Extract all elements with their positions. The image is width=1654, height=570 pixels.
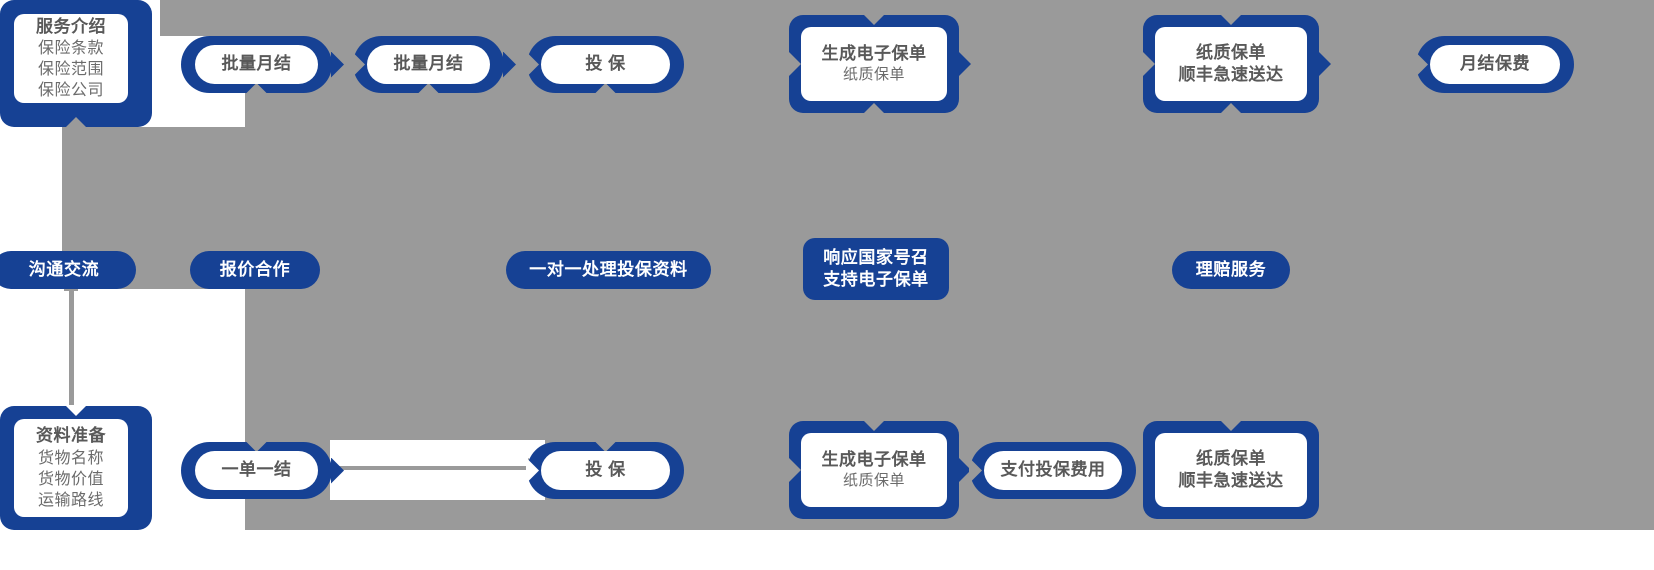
node-body: 批量月结: [195, 45, 318, 84]
node-line: 保险公司: [37, 82, 104, 100]
shell-left-bite: [1415, 51, 1428, 78]
pill-label: 沟通交流: [28, 259, 100, 279]
node-line: 货物名称: [37, 449, 104, 467]
pill-label: 一对一处理投保资料: [529, 259, 688, 279]
pill-communication[interactable]: 沟通交流: [0, 251, 136, 289]
pill-claims-service[interactable]: 理赔服务: [1172, 251, 1290, 289]
pill-label: 报价合作: [219, 259, 291, 279]
node-line: 货物价值: [37, 470, 104, 488]
node-body: 月结保费: [1430, 45, 1560, 84]
node-title: 批量月结: [221, 54, 292, 74]
node-line: 纸质保单: [842, 472, 905, 490]
pill-national-call-epolicy[interactable]: 响应国家号召 支持电子保单: [803, 238, 949, 300]
backdrop-band-top-strip: [160, 0, 250, 36]
shell-left-bite: [352, 51, 365, 78]
node-batch-monthly-settlement-2[interactable]: 批量月结: [352, 36, 516, 94]
shell-left-bite: [788, 457, 801, 483]
node-title: 纸质保单: [1196, 42, 1266, 62]
node-apply-insurance-top[interactable]: 投 保: [526, 36, 684, 94]
shell-bottom-notch: [1220, 103, 1242, 114]
cutout-arrow-lane: [330, 440, 545, 500]
pill-label: 响应国家号召: [823, 247, 929, 267]
shell-left-bite: [1142, 51, 1155, 77]
shell-top-notch: [594, 441, 617, 452]
node-line: 纸质保单: [842, 66, 905, 84]
node-body: 资料准备 货物名称 货物价值 运输路线: [14, 419, 128, 517]
node-title: 批量月结: [393, 54, 464, 74]
node-line: 运输路线: [37, 491, 104, 509]
node-generate-epolicy-bottom[interactable]: 生成电子保单 纸质保单: [788, 420, 971, 519]
node-body: 一单一结: [195, 451, 318, 490]
node-title: 生成电子保单: [821, 449, 927, 469]
node-paper-policy-sf-top[interactable]: 纸质保单 顺丰急速送达: [1142, 14, 1331, 114]
shell-bottom-notch: [594, 83, 617, 94]
shell-left-bite: [969, 457, 982, 484]
connector-communication-to-materials: [69, 289, 74, 417]
node-batch-monthly-settlement-1[interactable]: 批量月结: [181, 36, 344, 94]
node-single-order-settlement[interactable]: 一单一结: [181, 441, 344, 499]
node-material-preparation[interactable]: 资料准备 货物名称 货物价值 运输路线: [0, 405, 152, 530]
shell-top-notch: [1220, 420, 1242, 431]
node-body: 服务介绍 保险条款 保险范围 保险公司: [14, 14, 128, 103]
shell-left-bite: [526, 51, 539, 78]
shell-top-notch: [1220, 14, 1242, 25]
node-title: 投 保: [585, 54, 626, 74]
node-title: 月结保费: [1460, 54, 1530, 74]
node-apply-insurance-bottom[interactable]: 投 保: [526, 441, 684, 499]
shell-bottom-notch: [863, 103, 885, 114]
pill-label: 理赔服务: [1195, 259, 1267, 279]
shell-bottom-notch: [245, 83, 268, 94]
shell-top-notch: [863, 420, 885, 431]
node-body: 支付投保费用: [984, 451, 1122, 490]
node-title: 纸质保单: [1196, 448, 1266, 468]
pill-one-to-one-material[interactable]: 一对一处理投保资料: [506, 251, 711, 289]
shell-bottom-notch: [65, 117, 87, 128]
node-title: 生成电子保单: [821, 43, 927, 63]
node-body: 纸质保单 顺丰急速送达: [1155, 27, 1307, 101]
shell-top-notch: [863, 14, 885, 25]
shell-bottom-notch: [417, 83, 440, 94]
node-line: 保险范围: [37, 61, 104, 79]
node-pay-premium[interactable]: 支付投保费用: [969, 442, 1136, 499]
node-title: 服务介绍: [36, 16, 106, 36]
connector-settlement-to-apply: [338, 466, 534, 470]
node-service-intro[interactable]: 服务介绍 保险条款 保险范围 保险公司: [0, 0, 152, 128]
node-line: 保险条款: [37, 40, 104, 58]
node-title: 一单一结: [221, 460, 292, 480]
pill-quotation-cooperation[interactable]: 报价合作: [190, 251, 320, 289]
node-monthly-premium[interactable]: 月结保费: [1415, 36, 1574, 93]
node-title: 资料准备: [36, 426, 106, 446]
node-generate-epolicy-top[interactable]: 生成电子保单 纸质保单: [788, 14, 971, 114]
shell-left-bite: [526, 457, 539, 484]
shell-left-bite: [788, 51, 801, 77]
node-title: 投 保: [585, 460, 626, 480]
node-paper-policy-sf-bottom[interactable]: 纸质保单 顺丰急速送达: [1143, 420, 1319, 519]
node-line: 顺丰急速送达: [1178, 65, 1284, 84]
node-line: 顺丰急速送达: [1178, 471, 1284, 490]
node-body: 投 保: [541, 45, 670, 84]
node-title: 支付投保费用: [1000, 460, 1106, 480]
node-body: 批量月结: [367, 45, 490, 84]
node-body: 纸质保单 顺丰急速送达: [1155, 433, 1307, 507]
connector-pay-to-paperpolicy: [1131, 466, 1153, 470]
shell-top-notch: [245, 441, 268, 452]
pill-label: 支持电子保单: [823, 270, 929, 289]
node-body: 生成电子保单 纸质保单: [801, 433, 947, 507]
shell-top-notch: [65, 405, 87, 416]
node-body: 生成电子保单 纸质保单: [801, 27, 947, 101]
node-body: 投 保: [541, 451, 670, 490]
